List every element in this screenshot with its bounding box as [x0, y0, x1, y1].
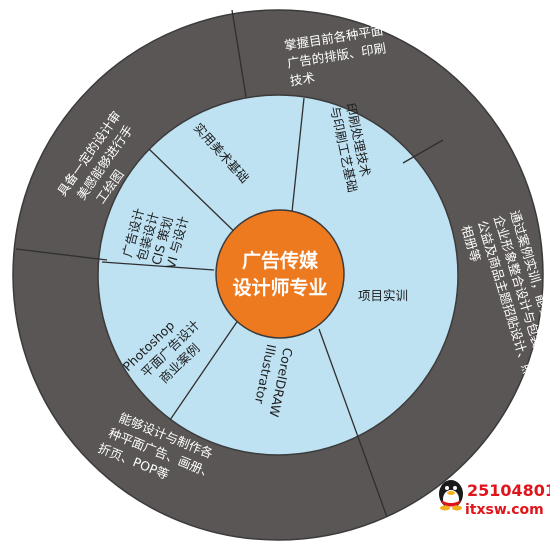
outer-layout-line3: 技术 [289, 70, 317, 89]
center-circle [215, 209, 345, 339]
watermark-number: 251048012 [467, 481, 550, 500]
outer-dividers [15, 9, 444, 518]
qq-penguin-icon [439, 480, 463, 511]
inner-dividers [101, 97, 305, 421]
watermark-url: itxsw.com [465, 502, 544, 518]
outer-divider-4 [15, 248, 108, 261]
center-title-line1: 广告传媒 [242, 249, 319, 272]
center-title-line2: 设计师专业 [232, 276, 327, 299]
inner-divider-2 [148, 148, 244, 241]
inner-project-label: 项目实训 [358, 288, 408, 303]
inner-divider-4 [169, 312, 244, 421]
outer-divider-2 [402, 139, 444, 164]
watermark: 251048012 itxsw.com [439, 480, 550, 518]
inner-divider-1 [289, 97, 305, 232]
outer-divider-1 [231, 9, 247, 98]
outer-divider-3 [318, 328, 388, 518]
inner-divider-3 [101, 261, 215, 271]
